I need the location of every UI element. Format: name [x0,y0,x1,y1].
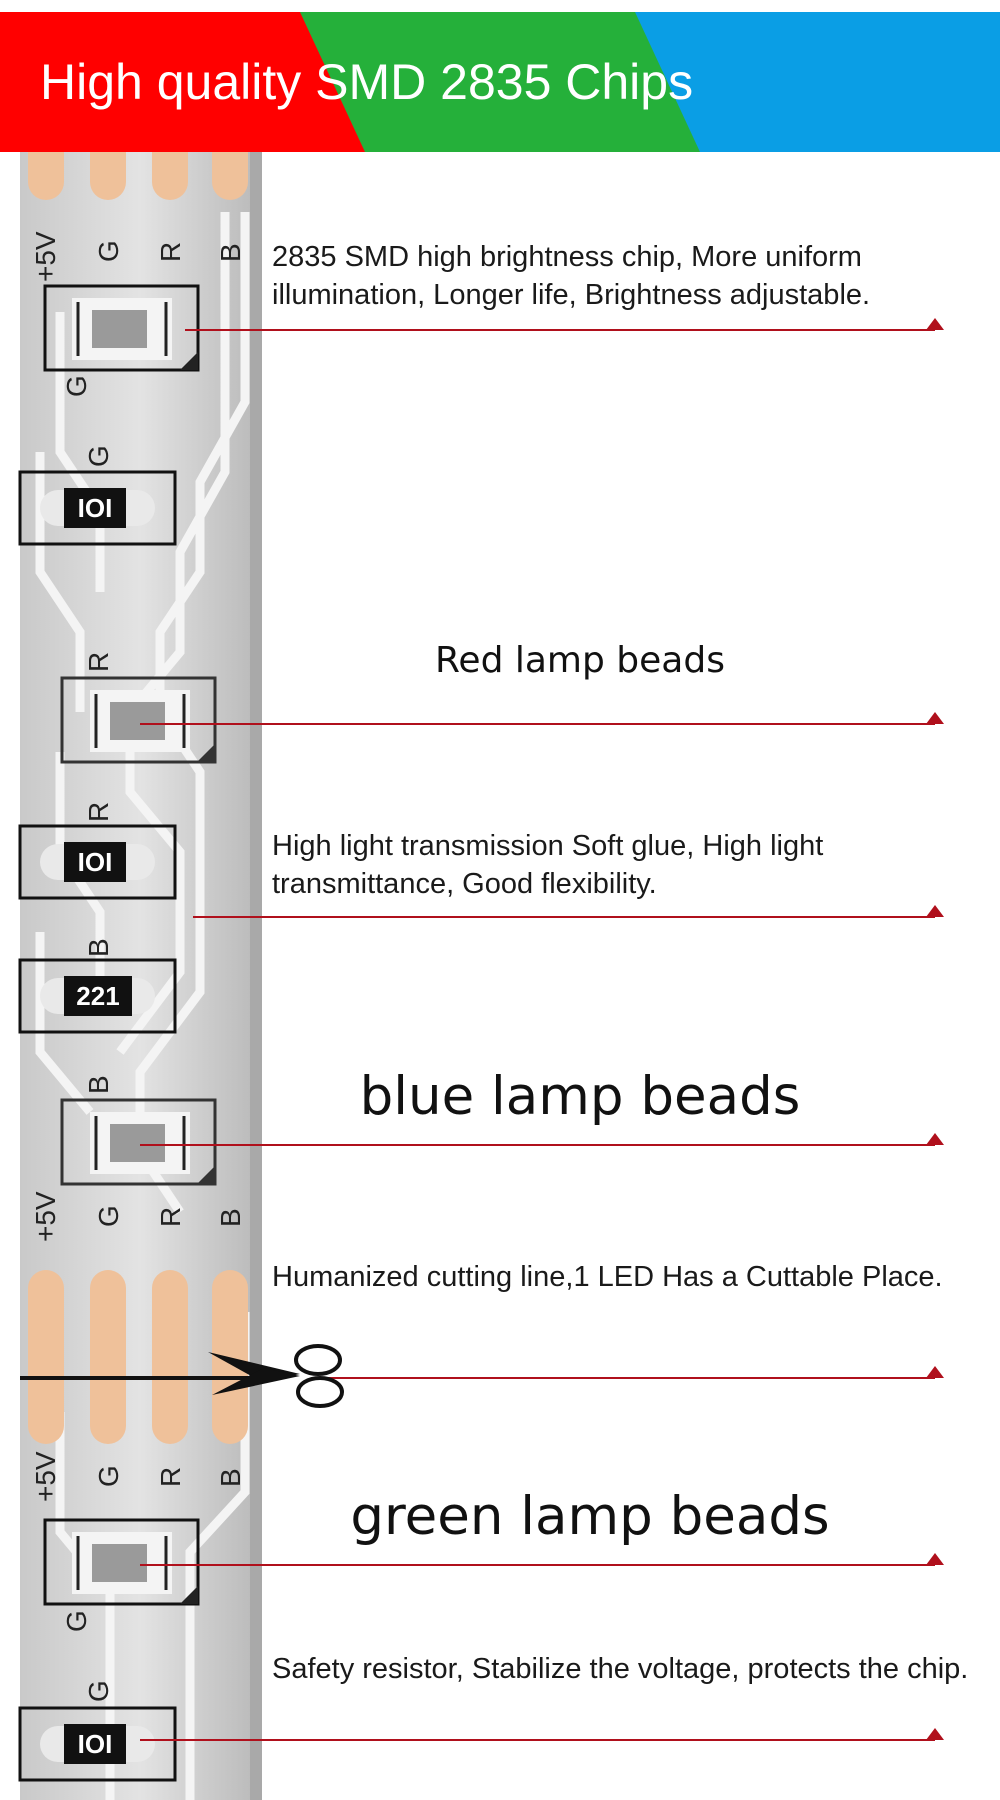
led-strip: +5V G R B +5V G R B +5V G R B G G R R B … [18,152,270,1800]
triangle-pointer-icon [926,318,944,330]
banner-title: High quality SMD 2835 Chips [40,54,694,110]
pin-label-g: G [61,375,92,397]
led-chip-blue [60,1098,217,1186]
pin-label-r: R [155,1467,186,1487]
pin-label-g: G [93,1205,124,1227]
triangle-pointer-icon [926,712,944,724]
triangle-pointer-icon [926,1366,944,1378]
pin-label-b: B [215,243,246,262]
svg-text:221: 221 [76,981,119,1011]
pin-label-r: R [83,802,114,822]
triangle-pointer-icon [926,1133,944,1145]
svg-text:IOI: IOI [78,847,113,877]
callout-glue-text: High light transmission Soft glue, High … [272,830,824,900]
pin-label-g: G [83,1680,114,1702]
callout-blue-label: blue lamp beads [359,1066,801,1127]
pin-label-plus5v: +5V [30,231,61,282]
pin-label-plus5v: +5V [30,1451,61,1502]
callout-green-label: green lamp beads [350,1486,830,1547]
resistor-1: IOI [18,470,177,546]
pin-label-b: B [215,1468,246,1487]
callout-chip-text: 2835 SMD high brightness chip, More unif… [272,241,871,311]
triangle-pointer-icon [926,905,944,917]
pin-label-g: G [93,1465,124,1487]
resistor-4: IOI [18,1706,177,1782]
svg-text:IOI: IOI [78,493,113,523]
led-chip-green [43,1518,200,1606]
pin-label-g: G [83,445,114,467]
pin-label-r: R [155,1207,186,1227]
banner-background [0,12,1000,152]
pin-label-b: B [83,938,114,957]
triangle-pointer-icon [926,1728,944,1740]
pin-label-g: G [93,240,124,262]
pin-label-plus5v: +5V [30,1191,61,1242]
callout-cut-text: Humanized cutting line,1 LED Has a Cutta… [272,1261,943,1293]
pin-label-b: B [215,1208,246,1227]
pin-label-b: B [83,1075,114,1094]
led-chip-1 [43,284,200,372]
pin-label-g: G [61,1610,92,1632]
header-banner: High quality SMD 2835 Chips [0,12,1000,152]
pin-label-r: R [83,652,114,672]
resistor-3: 221 [18,958,177,1034]
scissors-icon [208,1344,344,1408]
led-chip-red [60,676,217,764]
callout-resistor-text: Safety resistor, Stabilize the voltage, … [272,1653,969,1685]
triangle-pointer-icon [926,1553,944,1565]
svg-text:IOI: IOI [78,1729,113,1759]
callout-red-label: Red lamp beads [435,640,725,681]
resistor-2: IOI [18,824,177,900]
pin-label-r: R [155,242,186,262]
